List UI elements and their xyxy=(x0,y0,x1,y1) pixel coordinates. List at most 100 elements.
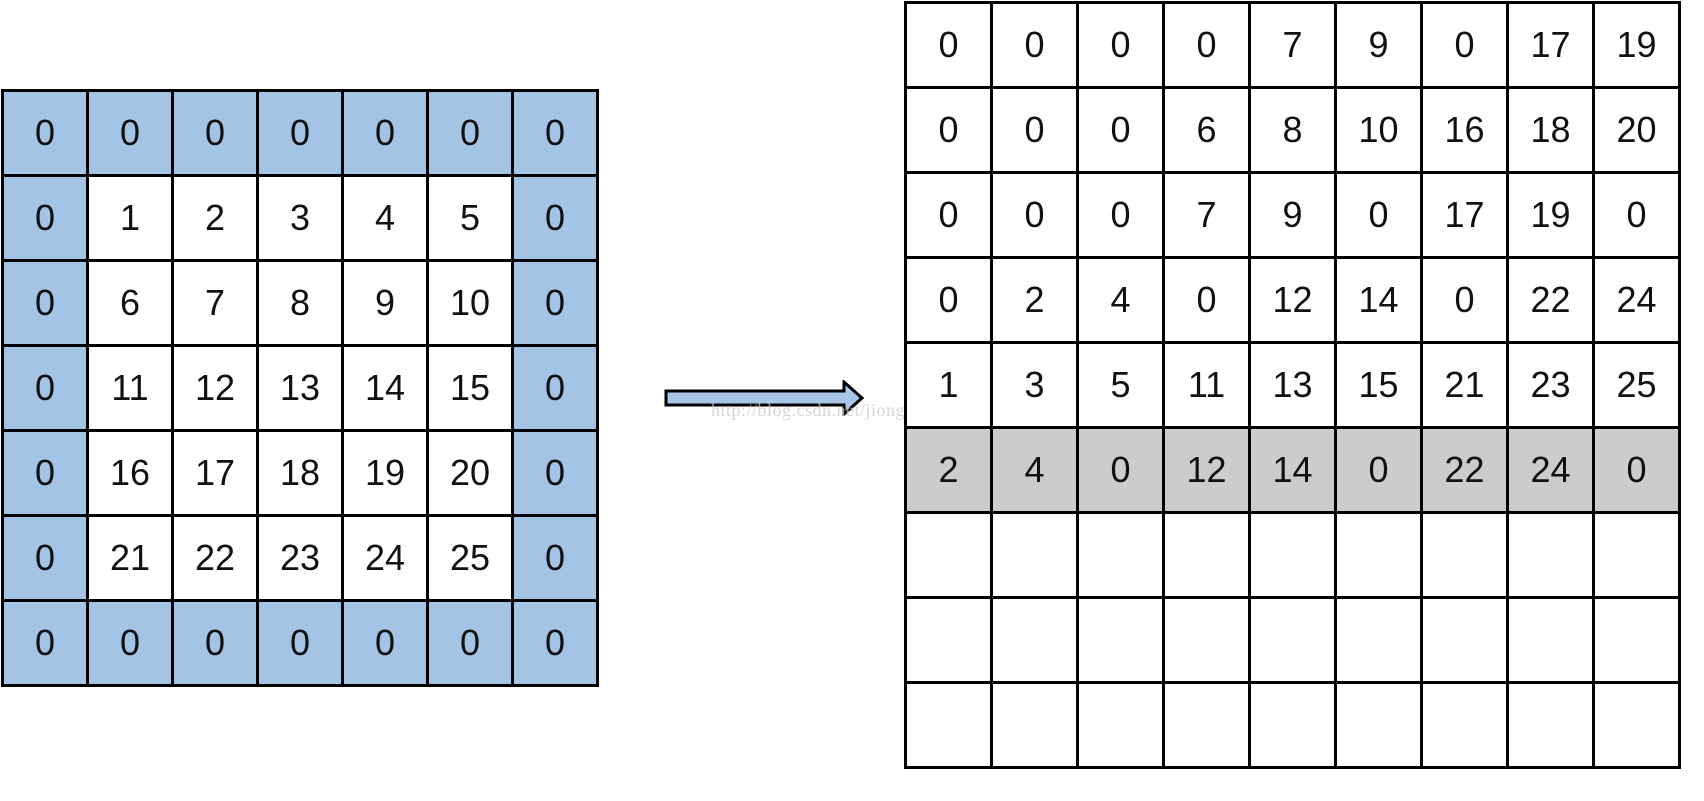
empty-output-cell xyxy=(1076,681,1165,769)
input-cell: 3 xyxy=(256,174,344,262)
empty-output-cell xyxy=(1162,681,1251,769)
padding-cell: 0 xyxy=(171,599,259,687)
input-cell: 16 xyxy=(86,429,174,517)
output-cell: 0 xyxy=(1592,171,1681,259)
output-cell: 0 xyxy=(1334,171,1423,259)
input-cell: 1 xyxy=(86,174,174,262)
empty-output-cell xyxy=(1248,681,1337,769)
empty-output-cell xyxy=(1506,681,1595,769)
empty-output-cell xyxy=(1506,511,1595,599)
padding-cell: 0 xyxy=(341,599,429,687)
output-cell: 10 xyxy=(1334,86,1423,174)
input-cell: 15 xyxy=(426,344,514,432)
output-cell: 0 xyxy=(1076,171,1165,259)
output-cell: 25 xyxy=(1592,341,1681,429)
empty-output-cell xyxy=(1248,596,1337,684)
input-cell: 17 xyxy=(171,429,259,517)
output-cell: 2 xyxy=(990,256,1079,344)
padding-cell: 0 xyxy=(511,174,599,262)
padding-cell: 0 xyxy=(256,89,344,177)
empty-output-cell xyxy=(1420,596,1509,684)
output-cell: 0 xyxy=(1162,1,1251,89)
input-cell: 5 xyxy=(426,174,514,262)
output-cell: 0 xyxy=(1420,1,1509,89)
output-cell: 9 xyxy=(1334,1,1423,89)
output-cell: 0 xyxy=(1592,426,1681,514)
padding-cell: 0 xyxy=(511,429,599,517)
empty-output-cell xyxy=(1506,596,1595,684)
output-cell: 19 xyxy=(1506,171,1595,259)
padding-cell: 0 xyxy=(341,89,429,177)
output-cell: 0 xyxy=(990,1,1079,89)
output-cell: 7 xyxy=(1162,171,1251,259)
output-cell: 23 xyxy=(1506,341,1595,429)
padding-cell: 0 xyxy=(86,599,174,687)
output-cell: 21 xyxy=(1420,341,1509,429)
input-cell: 14 xyxy=(341,344,429,432)
output-cell: 2 xyxy=(904,426,993,514)
output-cell: 0 xyxy=(1334,426,1423,514)
input-cell: 13 xyxy=(256,344,344,432)
empty-output-cell xyxy=(1592,511,1681,599)
empty-output-cell xyxy=(1420,511,1509,599)
output-cell: 13 xyxy=(1248,341,1337,429)
empty-output-cell xyxy=(1592,596,1681,684)
output-cell: 22 xyxy=(1506,256,1595,344)
output-cell: 0 xyxy=(904,256,993,344)
input-cell: 7 xyxy=(171,259,259,347)
input-cell: 10 xyxy=(426,259,514,347)
padding-cell: 0 xyxy=(511,344,599,432)
padding-cell: 0 xyxy=(1,599,89,687)
output-cell: 4 xyxy=(1076,256,1165,344)
input-cell: 21 xyxy=(86,514,174,602)
padding-cell: 0 xyxy=(1,89,89,177)
empty-output-cell xyxy=(1162,511,1251,599)
input-cell: 12 xyxy=(171,344,259,432)
empty-output-cell xyxy=(990,511,1079,599)
input-cell: 22 xyxy=(171,514,259,602)
padding-cell: 0 xyxy=(426,89,514,177)
input-cell: 8 xyxy=(256,259,344,347)
right-arrow-icon xyxy=(664,380,864,416)
output-cell: 15 xyxy=(1334,341,1423,429)
output-cell: 17 xyxy=(1506,1,1595,89)
output-cell: 0 xyxy=(990,86,1079,174)
padding-cell: 0 xyxy=(426,599,514,687)
empty-output-cell xyxy=(1248,511,1337,599)
output-cell: 0 xyxy=(1162,256,1251,344)
output-cell: 3 xyxy=(990,341,1079,429)
padding-cell: 0 xyxy=(511,259,599,347)
padding-cell: 0 xyxy=(511,599,599,687)
output-cell: 12 xyxy=(1162,426,1251,514)
output-cell: 19 xyxy=(1592,1,1681,89)
output-cell: 12 xyxy=(1248,256,1337,344)
empty-output-cell xyxy=(1592,681,1681,769)
output-cell: 4 xyxy=(990,426,1079,514)
empty-output-cell xyxy=(990,596,1079,684)
output-cell: 14 xyxy=(1248,426,1337,514)
output-cell: 0 xyxy=(1420,256,1509,344)
empty-output-cell xyxy=(1334,596,1423,684)
output-cell: 0 xyxy=(904,171,993,259)
input-cell: 18 xyxy=(256,429,344,517)
output-cell: 0 xyxy=(1076,1,1165,89)
output-cell: 11 xyxy=(1162,341,1251,429)
input-cell: 25 xyxy=(426,514,514,602)
output-grid-row xyxy=(904,511,1681,599)
input-cell: 2 xyxy=(171,174,259,262)
output-cell: 18 xyxy=(1506,86,1595,174)
output-cell: 6 xyxy=(1162,86,1251,174)
output-cell: 0 xyxy=(904,86,993,174)
empty-output-cell xyxy=(1162,596,1251,684)
input-cell: 23 xyxy=(256,514,344,602)
output-cell: 17 xyxy=(1420,171,1509,259)
